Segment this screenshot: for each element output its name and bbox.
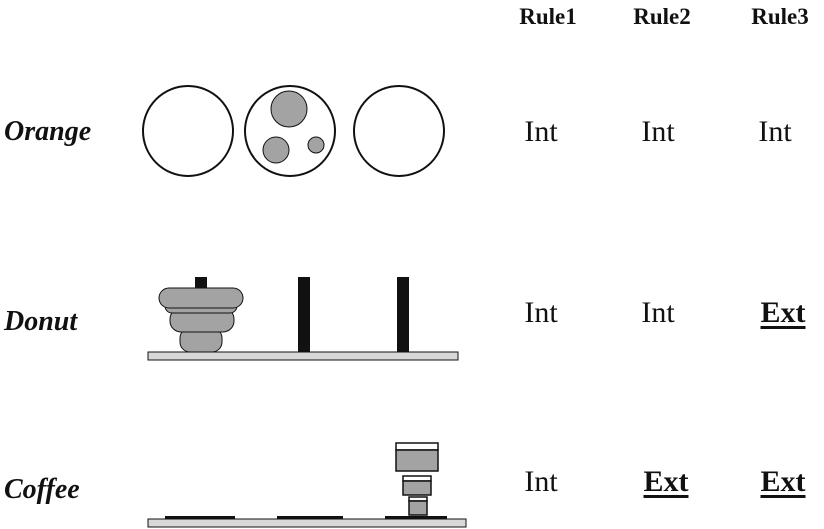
donut-base — [147, 351, 459, 361]
donut-peg-3 — [397, 277, 409, 352]
coffee-base — [147, 518, 467, 528]
coffee-pad-1 — [165, 516, 235, 519]
coffee-pad-2 — [277, 516, 343, 519]
coffee-illustration — [147, 442, 467, 528]
orange-circle-3 — [353, 85, 445, 177]
column-header-rule3: Rule3 — [751, 4, 809, 29]
cell-donut-rule2: Int — [641, 296, 675, 329]
cell-coffee-rule2: Ext — [643, 465, 689, 498]
orange-spot-large — [270, 90, 308, 128]
column-header-rule2: Rule2 — [633, 4, 691, 29]
cell-donut-rule3: Ext — [760, 296, 806, 329]
coffee-block-low — [408, 500, 428, 516]
orange-illustration — [142, 85, 445, 177]
orange-spot-medium — [262, 136, 290, 164]
donut-peg-2 — [298, 277, 310, 352]
cell-orange-rule1: Int — [524, 115, 558, 148]
orange-circle-1 — [142, 85, 234, 177]
coffee-block-top-cap — [395, 442, 439, 451]
cell-orange-rule3: Int — [758, 115, 792, 148]
cell-coffee-rule1: Int — [524, 465, 558, 498]
cell-donut-rule1: Int — [524, 296, 558, 329]
donut-ring-1 — [158, 287, 244, 309]
row-label-donut: Donut — [4, 306, 78, 337]
donut-illustration — [147, 277, 459, 361]
coffee-pad-3 — [385, 516, 447, 519]
cell-orange-rule2: Int — [641, 115, 675, 148]
row-label-orange: Orange — [4, 116, 92, 147]
column-header-rule1: Rule1 — [519, 4, 577, 29]
cell-coffee-rule3: Ext — [760, 465, 806, 498]
row-label-coffee: Coffee — [4, 474, 80, 505]
coffee-block-mid — [402, 480, 432, 496]
orange-spot-small — [307, 136, 325, 154]
coffee-block-top — [395, 449, 439, 472]
